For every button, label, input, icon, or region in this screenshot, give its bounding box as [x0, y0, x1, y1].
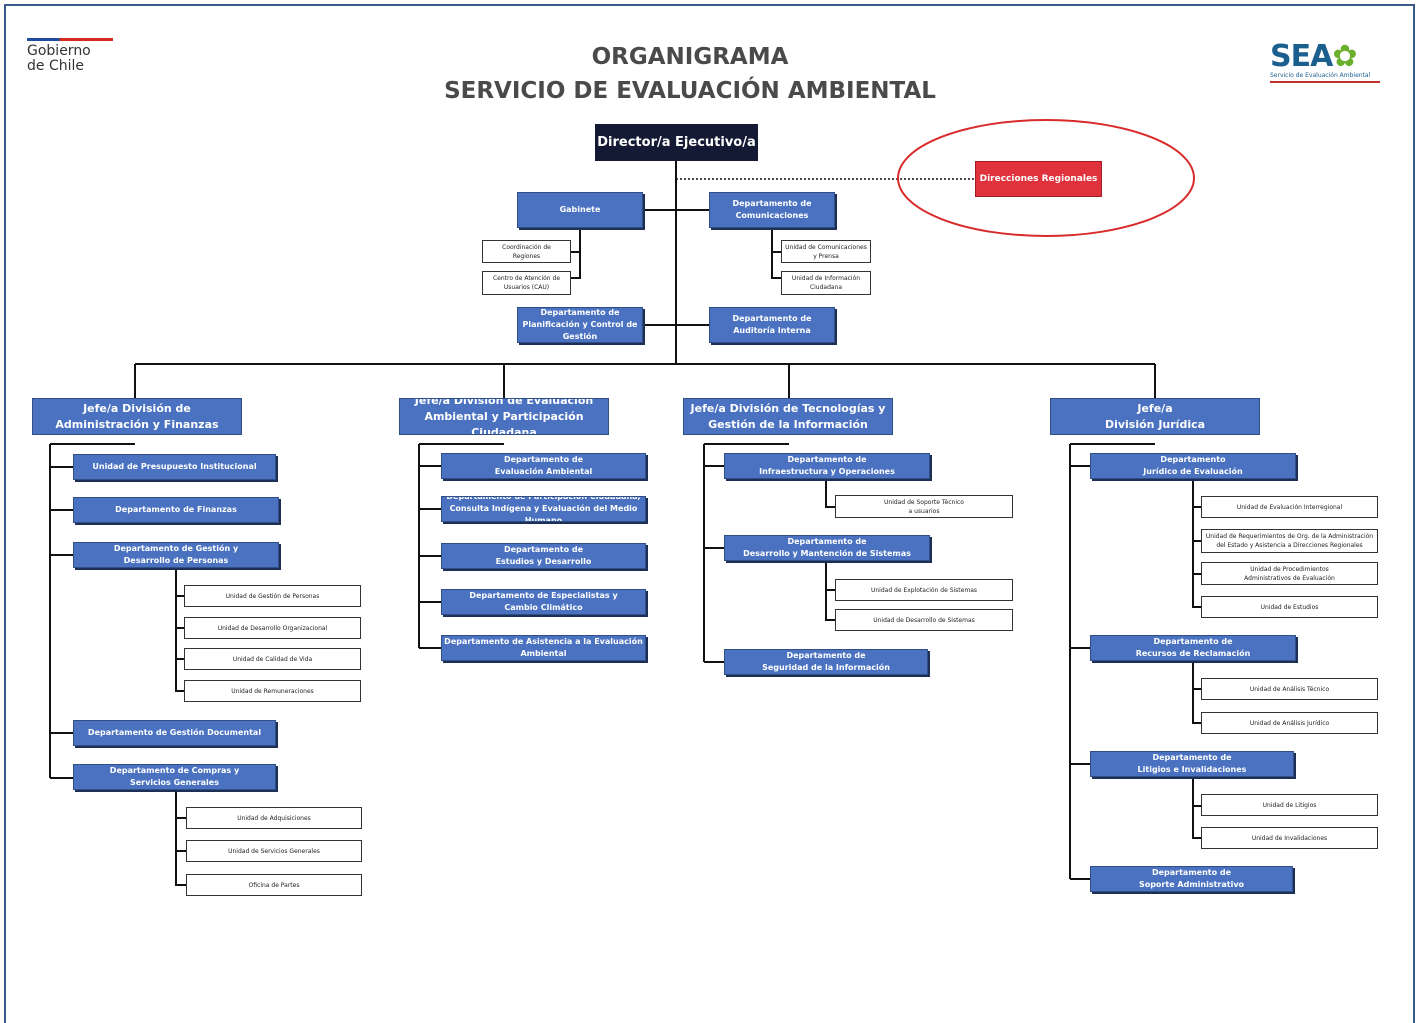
unidad-requerimientos-box[interactable]: Unidad de Requerimientos de Org. de la A… — [1201, 529, 1378, 553]
litigios-invalidaciones-box[interactable]: Departamento de Litigios e Invalidacione… — [1090, 751, 1294, 777]
unidad-soporte-tecnico-box[interactable]: Unidad de Soporte Técnico a usuarios — [835, 495, 1013, 518]
recursos-reclamacion-box[interactable]: Departamento de Recursos de Reclamación — [1090, 635, 1296, 661]
director-box[interactable]: Director/a Ejecutivo/a — [595, 124, 758, 161]
finanzas-box[interactable]: Departamento de Finanzas — [73, 497, 279, 523]
evaluacion-ambiental-dept-box[interactable]: Departamento de Evaluación Ambiental — [441, 453, 646, 479]
auditoria-box[interactable]: Departamento de Auditoría Interna — [709, 307, 835, 343]
oficina-partes-box[interactable]: Oficina de Partes — [186, 874, 362, 896]
unidad-desarrollo-org-box[interactable]: Unidad de Desarrollo Organizacional — [184, 617, 361, 639]
unidad-invalidaciones-box[interactable]: Unidad de Invalidaciones — [1201, 827, 1378, 849]
unidad-informacion-box[interactable]: Unidad de Información Ciudadana — [781, 271, 871, 295]
sea-logo-mark: SEA — [1270, 39, 1333, 74]
desarrollo-sistemas-dept-box[interactable]: Departamento de Desarrollo y Mantención … — [724, 535, 930, 561]
page-frame — [4, 4, 1415, 1023]
planificacion-box[interactable]: Departamento de Planificación y Control … — [517, 307, 643, 343]
line-juridica — [1069, 443, 1201, 880]
unidad-servicios-generales-box[interactable]: Unidad de Servicios Generales — [186, 840, 362, 862]
unidad-remuneraciones-box[interactable]: Unidad de Remuneraciones — [184, 680, 361, 702]
compras-box[interactable]: Departamento de Compras y Servicios Gene… — [73, 764, 276, 790]
estudios-desarrollo-box[interactable]: Departamento de Estudios y Desarrollo — [441, 543, 646, 569]
presupuesto-box[interactable]: Unidad de Presupuesto Institucional — [73, 454, 276, 480]
flag-bar — [27, 38, 113, 41]
line-gabinete-units — [571, 228, 581, 279]
unidad-evaluacion-interregional-box[interactable]: Unidad de Evaluación Interregional — [1201, 496, 1378, 518]
unidad-estudios-box[interactable]: Unidad de Estudios — [1201, 596, 1378, 618]
juridico-evaluacion-box[interactable]: Departamento Jurídico de Evaluación — [1090, 453, 1296, 479]
unidad-desarrollo-sistemas-box[interactable]: Unidad de Desarrollo de Sistemas — [835, 609, 1013, 631]
especialistas-box[interactable]: Departamento de Especialistas y Cambio C… — [441, 589, 646, 615]
line-comunicaciones-units — [771, 228, 781, 279]
unidad-gestion-personas-box[interactable]: Unidad de Gestión de Personas — [184, 585, 361, 607]
gobierno-de-chile-logo: Gobierno de Chile — [27, 38, 113, 74]
unidad-explotacion-box[interactable]: Unidad de Explotación de Sistemas — [835, 579, 1013, 601]
regional-highlight-ellipse — [897, 119, 1195, 237]
line-evaluacion — [418, 443, 504, 649]
asistencia-evaluacion-box[interactable]: Departamento de Asistencia a la Evaluaci… — [441, 635, 646, 661]
sea-logo-subtitle: Servicio de Evaluación Ambiental — [1270, 72, 1371, 79]
unidad-procedimientos-box[interactable]: Unidad de Procedimientos Administrativos… — [1201, 562, 1378, 585]
gabinete-box[interactable]: Gabinete — [517, 192, 643, 228]
soporte-administrativo-box[interactable]: Departamento de Soporte Administrativo — [1090, 866, 1293, 892]
page-title: ORGANIGRAMA — [591, 44, 789, 70]
gestion-documental-box[interactable]: Departamento de Gestión Documental — [73, 720, 276, 746]
sea-logo: SEA✿ Servicio de Evaluación Ambiental — [1270, 42, 1380, 83]
seguridad-informacion-box[interactable]: Departamento de Seguridad de la Informac… — [724, 649, 928, 675]
unidad-litigios-box[interactable]: Unidad de Litigios — [1201, 794, 1378, 816]
unidad-adquisiciones-box[interactable]: Unidad de Adquisiciones — [186, 807, 362, 829]
leaf-icon: ✿ — [1332, 39, 1357, 74]
division-evaluacion-box[interactable]: Jefe/a División de Evaluación Ambiental … — [399, 398, 609, 435]
division-juridica-box[interactable]: Jefe/a División Jurídica — [1050, 398, 1260, 435]
infraestructura-box[interactable]: Departamento de Infraestructura y Operac… — [724, 453, 930, 479]
comunicaciones-box[interactable]: Departamento de Comunicaciones — [709, 192, 835, 228]
unidad-calidad-vida-box[interactable]: Unidad de Calidad de Vida — [184, 648, 361, 670]
division-admin-box[interactable]: Jefe/a División de Administración y Fina… — [32, 398, 242, 435]
unidad-analisis-tecnico-box[interactable]: Unidad de Análisis Técnico — [1201, 678, 1378, 700]
line-admin — [49, 443, 186, 886]
coordinacion-regiones-box[interactable]: Coordinación de Regiones — [482, 240, 571, 263]
unidad-analisis-juridico-box[interactable]: Unidad de Análisis Jurídico — [1201, 712, 1378, 734]
unidad-comunicaciones-box[interactable]: Unidad de Comunicaciones y Prensa — [781, 240, 871, 263]
sea-logo-underline — [1270, 81, 1380, 83]
participacion-ciudadana-box[interactable]: Departamento de Participación Ciudadana,… — [441, 496, 646, 522]
centro-atencion-usuarios-box[interactable]: Centro de Atención de Usuarios (CAU) — [482, 271, 571, 295]
division-bus — [134, 363, 1156, 398]
gov-logo-text: Gobierno de Chile — [27, 43, 91, 74]
division-tecnologias-box[interactable]: Jefe/a División de Tecnologías y Gestión… — [683, 398, 893, 435]
line-tecnologias — [703, 443, 835, 663]
gestion-personas-dept-box[interactable]: Departamento de Gestión y Desarrollo de … — [73, 542, 279, 568]
page-subtitle: SERVICIO DE EVALUACIÓN AMBIENTAL — [444, 78, 936, 104]
direcciones-regionales-box[interactable]: Direcciones Regionales — [975, 161, 1102, 197]
